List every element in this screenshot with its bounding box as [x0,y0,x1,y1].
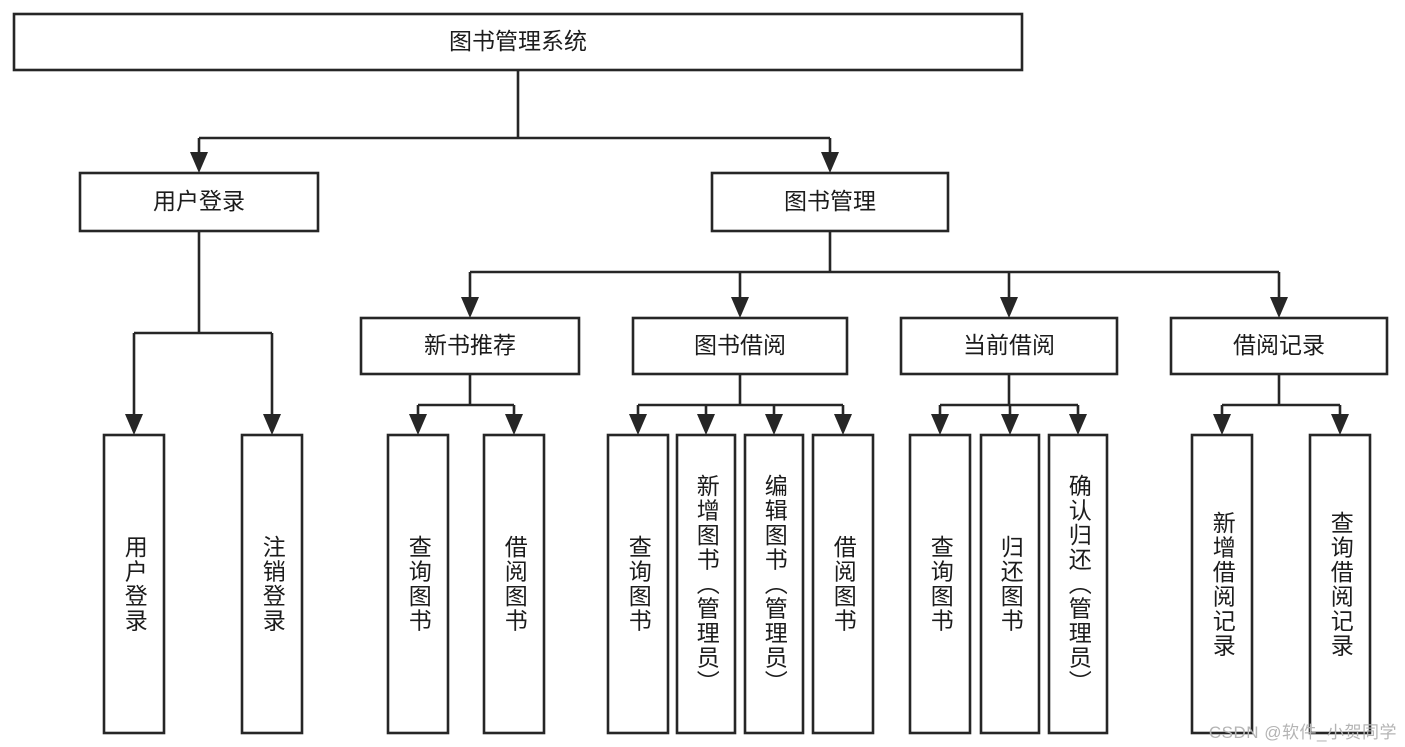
book-borrow-to-leaves-arrowhead-1 [697,414,715,435]
book-management-to-level3-arrowhead-1 [731,297,749,318]
book-management-to-level3-arrowhead-0 [461,297,479,318]
connector-lines-layer [125,70,1349,435]
level3-node-label-3: 借阅记录 [1233,332,1325,358]
level2-node-label-1: 图书管理 [784,188,876,214]
level2-node-box-0[interactable] [78,171,320,233]
root-node-box-0[interactable] [12,12,1024,72]
level3-node-box-0[interactable] [359,316,581,376]
leaf-node-box-6[interactable] [743,433,805,735]
root-to-level2-arrowhead-0 [190,152,208,173]
level3-node-box-3[interactable] [1169,316,1389,376]
level3-node-box-2[interactable] [899,316,1119,376]
book-borrow-to-leaves-arrowhead-3 [834,414,852,435]
level3-node-label-1: 图书借阅 [694,332,786,358]
leaf-node-box-7[interactable] [811,433,875,735]
leaf-node-box-10[interactable] [1047,433,1109,735]
book-borrow-to-leaves-arrowhead-0 [629,414,647,435]
csdn-watermark: CSDN @软件_小贺同学 [1208,723,1397,742]
leaf-node-box-12[interactable] [1308,433,1372,735]
borrow-record-to-leaves-arrowhead-0 [1213,414,1231,435]
book-management-to-level3-arrowhead-2 [1000,297,1018,318]
level2-node-label-0: 用户登录 [153,188,245,214]
book-management-to-level3-arrowhead-3 [1270,297,1288,318]
root-to-level2-arrowhead-1 [821,152,839,173]
leaf-node-box-9[interactable] [979,433,1041,735]
leaf-node-box-4[interactable] [606,433,670,735]
leaf-node-box-3[interactable] [482,433,546,735]
new-book-to-leaves-arrowhead-0 [409,414,427,435]
leaf-node-box-2[interactable] [386,433,450,735]
book-borrow-to-leaves-arrowhead-2 [765,414,783,435]
level3-node-box-1[interactable] [631,316,849,376]
leaf-node-box-0[interactable] [102,433,166,735]
new-book-to-leaves-arrowhead-1 [505,414,523,435]
level2-node-box-1[interactable] [710,171,950,233]
borrow-record-to-leaves-arrowhead-1 [1331,414,1349,435]
leaf-node-box-1[interactable] [240,433,304,735]
leaf-node-box-5[interactable] [675,433,737,735]
current-borrow-to-leaves-arrowhead-2 [1069,414,1087,435]
level3-node-label-0: 新书推荐 [424,332,516,358]
leaf-node-box-11[interactable] [1190,433,1254,735]
level3-node-label-2: 当前借阅 [963,332,1055,358]
current-borrow-to-leaves-arrowhead-1 [1001,414,1019,435]
current-borrow-to-leaves-arrowhead-0 [931,414,949,435]
user-login-to-leaves-arrowhead-0 [125,414,143,435]
user-login-to-leaves-arrowhead-1 [263,414,281,435]
leaf-node-box-8[interactable] [908,433,972,735]
node-boxes-layer [12,12,1389,735]
root-node-label-0: 图书管理系统 [449,28,587,54]
